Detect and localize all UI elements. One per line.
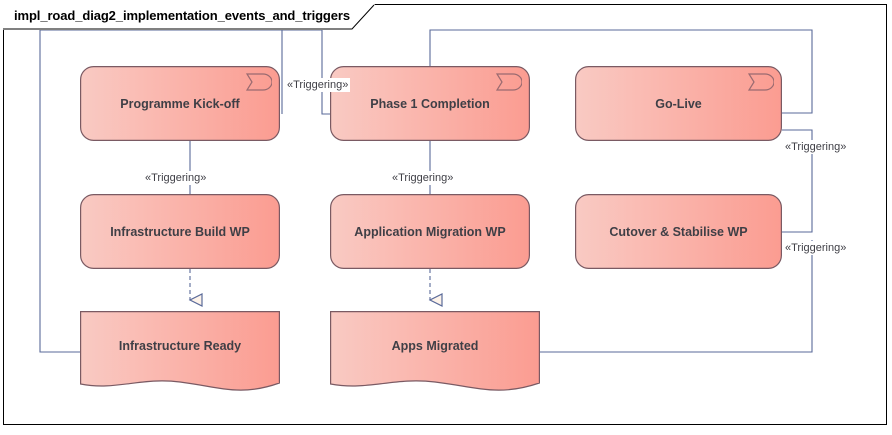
connector-golive-to-cutover-wp — [782, 129, 813, 233]
event-pennant-icon — [748, 73, 774, 91]
connector-kickoff-to-phase1 — [281, 29, 330, 115]
infrastructure-ready-body — [80, 311, 280, 391]
phase-1-completion-body — [330, 66, 531, 142]
diagram-frame-border — [3, 4, 887, 425]
node-phase-1-completion[interactable]: Phase 1 Completion — [330, 66, 531, 142]
node-infrastructure-ready[interactable]: Infrastructure Ready — [80, 311, 280, 399]
node-cutover-stabilise-wp[interactable]: Cutover & Stabilise WP — [575, 194, 783, 270]
event-pennant-icon — [246, 73, 272, 91]
connector-appsmigrated-to-golive — [540, 240, 813, 353]
frame-title-tab — [3, 4, 375, 30]
node-infrastructure-build-wp[interactable]: Infrastructure Build WP — [80, 194, 281, 270]
diagram-title: impl_road_diag2_implementation_events_an… — [14, 8, 350, 23]
relationship-label-phase1-to-appmig-wp: «Triggering» — [390, 171, 456, 185]
relationship-label-kickoff-to-phase1: «Triggering» — [285, 78, 351, 92]
node-programme-kick-off[interactable]: Programme Kick-off — [80, 66, 281, 142]
node-apps-migrated[interactable]: Apps Migrated — [330, 311, 540, 399]
apps-migrated-body — [330, 311, 540, 391]
cutover-stabilise-wp-body — [575, 194, 783, 270]
application-migration-wp-body — [330, 194, 531, 270]
event-pennant-icon — [496, 73, 522, 91]
infrastructure-build-wp-body — [80, 194, 281, 270]
go-live-body — [575, 66, 783, 142]
node-go-live[interactable]: Go-Live — [575, 66, 783, 142]
relationship-label-golive-to-cutover-wp: «Triggering» — [783, 140, 849, 154]
programme-kick-off-body — [80, 66, 281, 142]
relationship-label-kickoff-to-infra-wp: «Triggering» — [143, 171, 209, 185]
connector-phase1-to-golive — [429, 29, 813, 114]
relationship-label-appsmigrated-to-golive: «Triggering» — [783, 241, 849, 255]
node-application-migration-wp[interactable]: Application Migration WP — [330, 194, 531, 270]
